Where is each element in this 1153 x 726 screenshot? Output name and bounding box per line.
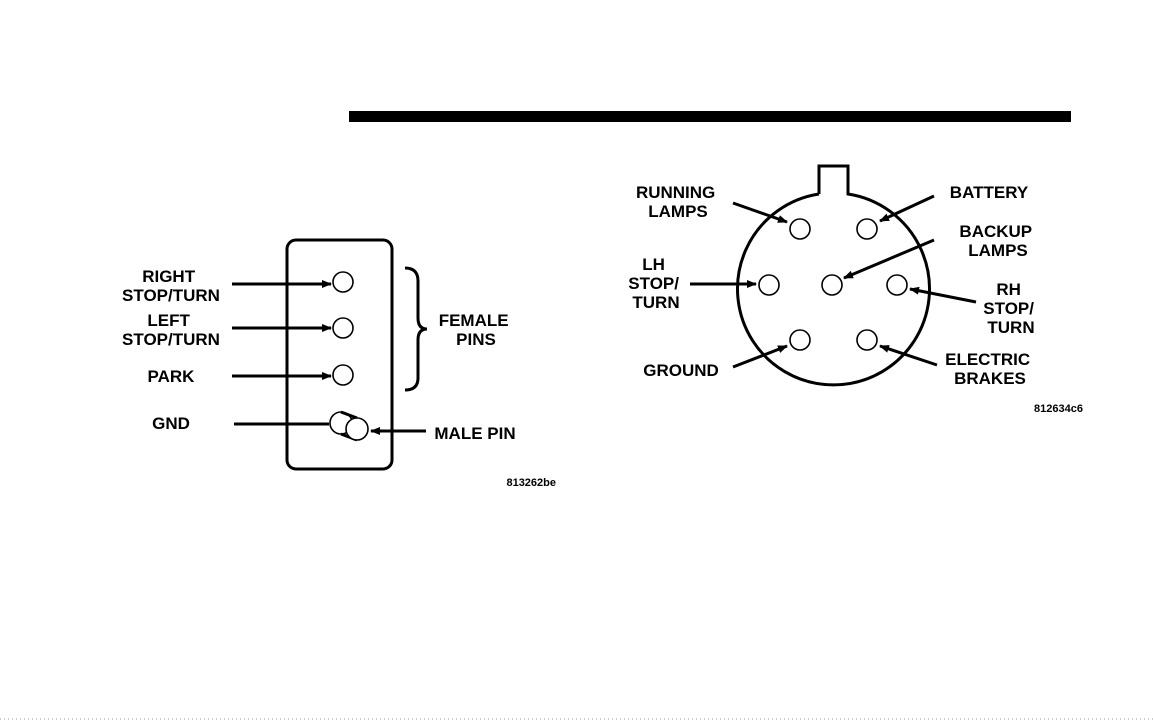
svg-text:RUNNING LAMPS: RUNNING LAMPS <box>636 183 720 221</box>
pin-lh-stop-turn <box>759 275 779 295</box>
header-bar <box>349 111 1071 122</box>
arrow-running-lamps <box>733 203 787 222</box>
arrow-rh-stop-turn <box>910 289 976 302</box>
label-electric-brakes-line1: ELECTRIC <box>945 350 1030 369</box>
svg-text:LH STOP/ TURN: LH STOP/ TURN <box>628 255 683 312</box>
svg-text:FEMALE PINS: FEMALE PINS <box>439 311 514 349</box>
pin-rh-stop-turn <box>887 275 907 295</box>
female-pins-brace <box>405 268 427 390</box>
label-running-lamps-line2: LAMPS <box>648 202 708 221</box>
label-rh-stop-turn-line3: TURN <box>987 318 1034 337</box>
label-rh-stop-turn-line1: RH <box>996 280 1021 299</box>
arrow-backup-lamps <box>844 240 934 278</box>
label-left-stop-turn-line1: LEFT <box>147 311 190 330</box>
pin-ground <box>790 330 810 350</box>
label-right-stop-turn-line1: RIGHT <box>142 267 196 286</box>
label-lh-stop-turn-line3: TURN <box>632 293 679 312</box>
seven-pin-connector-diagram: RUNNING LAMPS BATTERY BACKUP LAMPS LH ST… <box>628 166 1083 415</box>
label-left-stop-turn-line2: STOP/TURN <box>122 330 220 349</box>
svg-text:RIGHT STOP/TURN: RIGHT STOP/TURN <box>122 267 220 305</box>
label-female-pins-line1: FEMALE <box>439 311 509 330</box>
pin-right-stop-turn <box>333 272 353 292</box>
pin-electric-brakes <box>857 330 877 350</box>
pin-battery <box>857 219 877 239</box>
svg-text:ELECTRIC BRAKES: ELECTRIC BRAKES <box>945 350 1035 388</box>
svg-text:BACKUP LAMPS: BACKUP LAMPS <box>959 222 1036 260</box>
label-running-lamps-line1: RUNNING <box>636 183 715 202</box>
svg-text:RH STOP/ TURN: RH STOP/ TURN <box>983 280 1038 337</box>
figure-code-seven-pin: 812634c6 <box>1034 403 1083 415</box>
label-electric-brakes-line2: BRAKES <box>954 369 1026 388</box>
label-female-pins-line2: PINS <box>456 330 496 349</box>
label-ground: GROUND <box>643 361 719 380</box>
figure-code-four-pin: 813262be <box>506 477 556 489</box>
label-right-stop-turn-line2: STOP/TURN <box>122 286 220 305</box>
pin-running-lamps <box>790 219 810 239</box>
label-male-pin: MALE PIN <box>434 424 515 443</box>
label-rh-stop-turn-line2: STOP/ <box>983 299 1034 318</box>
label-battery: BATTERY <box>950 183 1029 202</box>
pin-left-stop-turn <box>333 318 353 338</box>
label-gnd: GND <box>152 414 190 433</box>
label-park: PARK <box>148 367 196 386</box>
label-lh-stop-turn-line1: LH <box>642 255 665 274</box>
label-lh-stop-turn-line2: STOP/ <box>628 274 679 293</box>
label-backup-lamps-line1: BACKUP <box>959 222 1031 241</box>
pin-park <box>333 365 353 385</box>
svg-text:LEFT STOP/TURN: LEFT STOP/TURN <box>122 311 220 349</box>
four-pin-connector-diagram: RIGHT STOP/TURN LEFT STOP/TURN PARK GND … <box>122 240 556 489</box>
label-backup-lamps-line2: LAMPS <box>968 241 1028 260</box>
male-pin-gnd <box>330 412 368 440</box>
pin-backup-lamps-center <box>822 275 842 295</box>
